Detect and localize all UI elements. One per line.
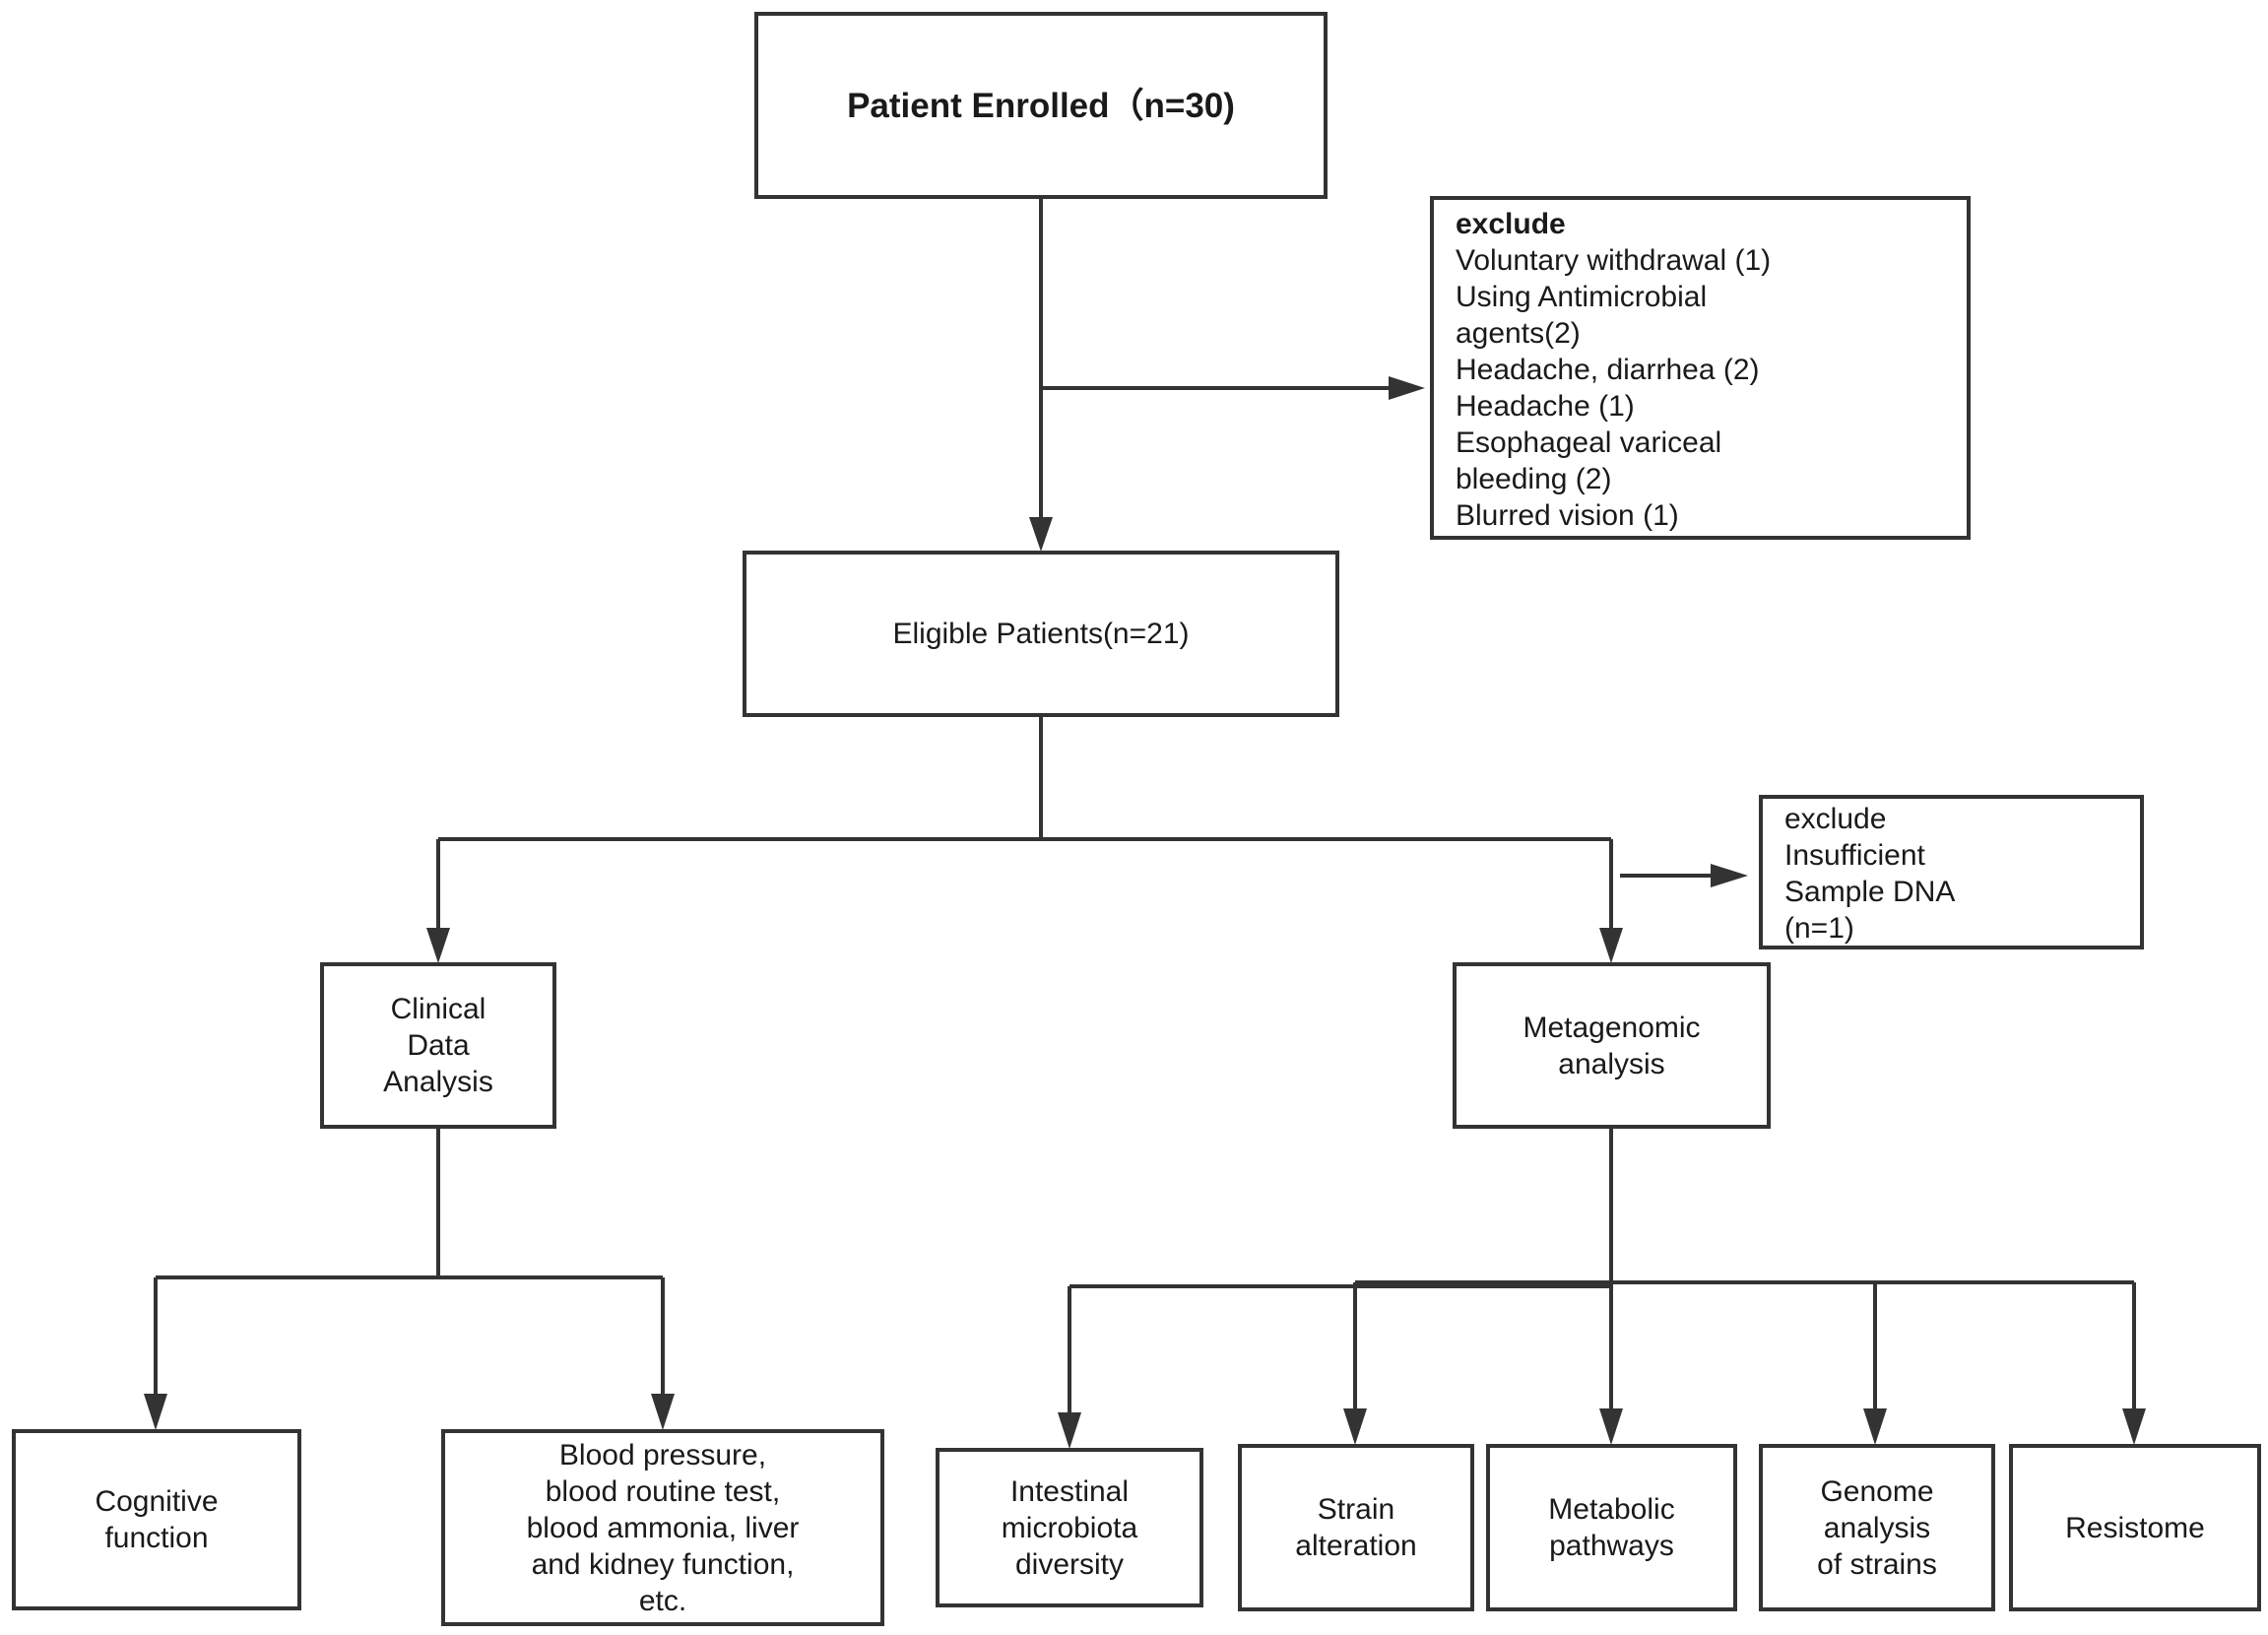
exclude1-item: bleeding (2) [1456, 463, 1612, 495]
exclude1-item: Esophageal variceal [1456, 426, 1722, 459]
exclude1-item: Blurred vision (1) [1456, 499, 1679, 532]
arrowhead-cognitive [144, 1394, 167, 1430]
node-microbiota-diversity: Intestinal microbiota diversity [936, 1448, 1203, 1607]
node-blood-tests-label: Blood pressure, blood routine test, bloo… [526, 1438, 800, 1617]
exclude1-heading: exclude [1456, 208, 1566, 240]
node-exclude-insufficient-dna: exclude Insufficient Sample DNA (n=1) [1759, 795, 2144, 949]
exclude2-heading: exclude [1784, 803, 1887, 835]
node-exclude-withdrawals: exclude Voluntary withdrawal (1) Using A… [1430, 196, 1971, 540]
node-clinical-data-analysis: Clinical Data Analysis [320, 962, 556, 1129]
node-metagenomic-analysis: Metagenomic analysis [1453, 962, 1771, 1129]
arrowhead-genome [1863, 1408, 1887, 1445]
exclude1-item: Using Antimicrobial [1456, 281, 1708, 313]
node-metabolic-pathways-label: Metabolic pathways [1548, 1493, 1675, 1562]
node-genome-analysis: Genome analysis of strains [1759, 1444, 1995, 1611]
exclude1-item: agents(2) [1456, 317, 1581, 350]
node-clinical-data-analysis-label: Clinical Data Analysis [383, 993, 493, 1098]
arrowhead-blood [651, 1394, 675, 1430]
node-genome-analysis-label: Genome analysis of strains [1817, 1474, 1937, 1581]
node-eligible-patients-label: Eligible Patients(n=21) [892, 618, 1190, 650]
node-cognitive-function-label: Cognitive function [95, 1485, 219, 1554]
exclude2-item: Sample DNA [1784, 876, 1956, 908]
node-strain-alteration: Strain alteration [1238, 1444, 1474, 1611]
node-cognitive-function: Cognitive function [12, 1429, 301, 1610]
arrowhead-metagenomic [1599, 928, 1623, 963]
arrowhead-diversity [1058, 1412, 1081, 1449]
node-strain-alteration-label: Strain alteration [1295, 1493, 1417, 1562]
exclude1-item: Headache (1) [1456, 390, 1635, 423]
node-patient-enrolled: Patient Enrolled（n=30) [754, 12, 1328, 199]
node-eligible-patients: Eligible Patients(n=21) [743, 551, 1339, 717]
arrowhead-strain [1343, 1408, 1367, 1445]
node-resistome: Resistome [2009, 1444, 2261, 1611]
node-microbiota-diversity-label: Intestinal microbiota diversity [1001, 1474, 1138, 1581]
arrowhead-eligible [1029, 517, 1053, 552]
node-blood-tests: Blood pressure, blood routine test, bloo… [441, 1429, 884, 1626]
arrowhead-exclude2 [1711, 864, 1748, 887]
exclude2-item: Insufficient [1784, 839, 1925, 872]
exclude1-item: Voluntary withdrawal (1) [1456, 244, 1772, 277]
node-patient-enrolled-label: Patient Enrolled（n=30) [847, 86, 1235, 125]
arrowhead-exclude1 [1389, 376, 1425, 400]
node-resistome-label: Resistome [2065, 1511, 2205, 1544]
arrowhead-resistome [2122, 1408, 2146, 1445]
exclude1-item: Headache, diarrhea (2) [1456, 354, 1760, 386]
node-metagenomic-analysis-label: Metagenomic analysis [1523, 1011, 1701, 1080]
exclude2-item: (n=1) [1784, 912, 1854, 945]
arrowhead-metabolic [1599, 1408, 1623, 1445]
arrowhead-clinical [426, 928, 450, 963]
node-metabolic-pathways: Metabolic pathways [1486, 1444, 1737, 1611]
